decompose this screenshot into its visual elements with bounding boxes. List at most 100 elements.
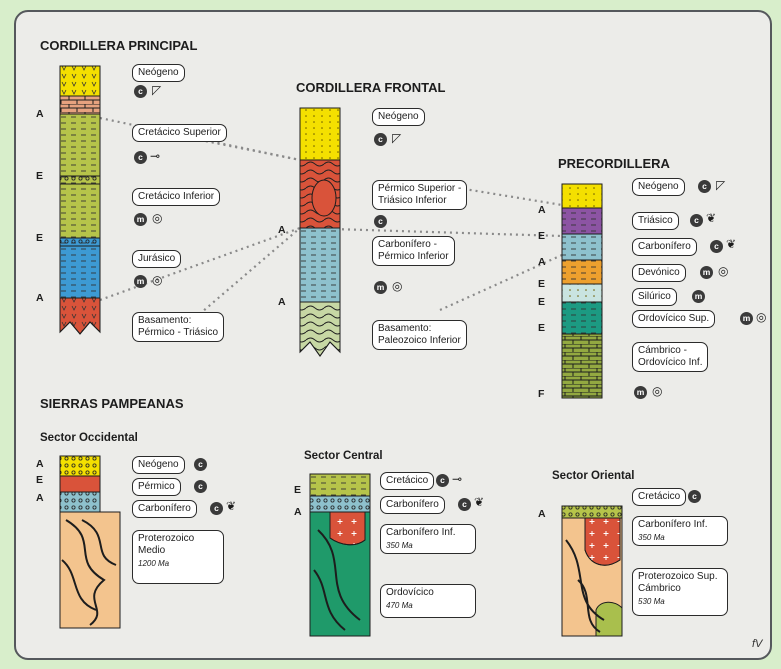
basamento-line-1: Basamento: <box>378 323 432 334</box>
age-label: 1200 Ma <box>138 559 170 568</box>
marker-a: A <box>538 256 546 268</box>
marker-a: A <box>278 224 286 236</box>
badge-m: m <box>740 312 753 325</box>
badge-c: c <box>436 474 449 487</box>
badge-c: c <box>134 151 147 164</box>
badge-c: c <box>710 240 723 253</box>
marker-e: E <box>294 484 302 496</box>
marker-a: A <box>278 296 286 308</box>
basamento-line-2: Pérmico - Triásico <box>138 327 219 338</box>
label-carbonifero-inf-oriental: Carbonífero Inf. 350 Ma <box>632 516 728 546</box>
badge-c: c <box>194 458 207 471</box>
plant-icon: ❦ <box>226 499 237 513</box>
column-central <box>309 473 371 637</box>
badge-m: m <box>374 281 387 294</box>
label-neogeno-frontal: Neógeno <box>372 108 425 126</box>
label-cretacico-oriental: Cretácico <box>632 488 687 506</box>
age-label: 470 Ma <box>386 601 413 610</box>
marker-e: E <box>538 296 546 308</box>
marker-e: E <box>538 322 546 334</box>
plant-icon: ❦ <box>706 211 717 225</box>
badge-c: c <box>374 133 387 146</box>
label-cretacico-inferior: Cretácico Inferior <box>132 188 221 206</box>
label-devonico: Devónico <box>632 264 686 282</box>
age-label: 350 Ma <box>638 533 665 542</box>
marker-e: E <box>538 278 546 290</box>
title-sierras-pampeanas: SIERRAS PAMPEANAS <box>40 396 184 411</box>
badge-c: c <box>458 498 471 511</box>
label-carbonifero-pre: Carbonífero <box>632 238 697 256</box>
shell-icon: ◎ <box>718 264 729 278</box>
column-principal <box>59 65 101 335</box>
label-neogeno-occ: Neógeno <box>132 456 185 474</box>
shell-icon: ◎ <box>756 310 767 324</box>
bone-icon: ⊸ <box>150 149 161 163</box>
badge-c: c <box>698 180 711 193</box>
label-cretacico-central: Cretácico <box>380 472 435 490</box>
label-triasico: Triásico <box>632 212 679 230</box>
badge-m: m <box>692 290 705 303</box>
basamento-line-1: Basamento: <box>138 315 192 326</box>
carbonifero-line-2: Pérmico Inferior <box>378 251 449 262</box>
marker-a: A <box>538 204 546 216</box>
title-cordillera-principal: CORDILLERA PRINCIPAL <box>40 38 198 53</box>
label-ordovicico-central: Ordovícico 470 Ma <box>380 584 476 618</box>
triangle-icon: ◸ <box>152 83 162 97</box>
title-sector-oriental: Sector Oriental <box>552 470 635 482</box>
permico-line-2: Triásico Inferior <box>378 195 447 206</box>
title-cordillera-frontal: CORDILLERA FRONTAL <box>296 80 446 95</box>
age-label: 530 Ma <box>638 597 665 606</box>
marker-a: A <box>36 492 44 504</box>
protero-line-1: Proterozoico <box>138 533 195 544</box>
badge-c: c <box>688 490 701 503</box>
cambrico-line-2: Ordovícico Inf. <box>638 357 703 368</box>
badge-c: c <box>134 85 147 98</box>
marker-f: F <box>538 388 545 400</box>
column-occidental <box>59 455 121 629</box>
label-jurasico: Jurásico <box>132 250 182 268</box>
label-permico-superior: Pérmico Superior - Triásico Inferior <box>372 180 468 210</box>
marker-a: A <box>36 108 44 120</box>
label-permico-occ: Pérmico <box>132 478 181 496</box>
shell-icon: ◎ <box>152 211 163 225</box>
carb-inf-text: Carbonífero Inf. <box>638 519 708 530</box>
triangle-icon: ◸ <box>392 131 402 145</box>
protero-line-1: Proterozoico Sup. <box>638 571 718 582</box>
badge-c: c <box>690 214 703 227</box>
marker-e: E <box>36 232 44 244</box>
column-precordillera <box>561 183 603 399</box>
column-frontal <box>299 107 341 357</box>
label-carbonifero-occ: Carbonífero <box>132 500 197 518</box>
title-sector-occidental: Sector Occidental <box>40 432 138 444</box>
label-carbonifero-frontal: Carbonífero - Pérmico Inferior <box>372 236 455 266</box>
marker-a: A <box>294 506 302 518</box>
marker-a: A <box>36 458 44 470</box>
watermark: fV <box>752 638 763 650</box>
badge-m: m <box>134 275 147 288</box>
label-basamento-frontal: Basamento: Paleozoico Inferior <box>372 320 467 350</box>
carbonifero-line-1: Carbonífero - <box>378 239 437 250</box>
age-label: 350 Ma <box>386 541 413 550</box>
marker-e: E <box>36 474 44 486</box>
label-proterozoico-sup: Proterozoico Sup. Cámbrico 530 Ma <box>632 568 728 616</box>
badge-m: m <box>134 213 147 226</box>
carb-inf-text: Carbonífero Inf. <box>386 527 456 538</box>
triangle-icon: ◸ <box>716 178 726 192</box>
protero-line-2: Cámbrico <box>638 583 681 594</box>
marker-a: A <box>36 292 44 304</box>
permico-line-1: Pérmico Superior - <box>378 183 462 194</box>
badge-c: c <box>374 215 387 228</box>
label-cretacico-superior: Cretácico Superior <box>132 124 227 142</box>
label-cambrico: Cámbrico - Ordovícico Inf. <box>632 342 709 372</box>
label-neogeno-principal: Neógeno <box>132 64 185 82</box>
ordovicico-text: Ordovícico <box>386 587 434 598</box>
marker-a: A <box>538 508 546 520</box>
basamento-line-2: Paleozoico Inferior <box>378 335 461 346</box>
label-basamento-principal: Basamento: Pérmico - Triásico <box>132 312 225 342</box>
title-precordillera: PRECORDILLERA <box>558 156 670 171</box>
cambrico-line-1: Cámbrico - <box>638 345 687 356</box>
badge-m: m <box>634 386 647 399</box>
label-neogeno-pre: Neógeno <box>632 178 685 196</box>
